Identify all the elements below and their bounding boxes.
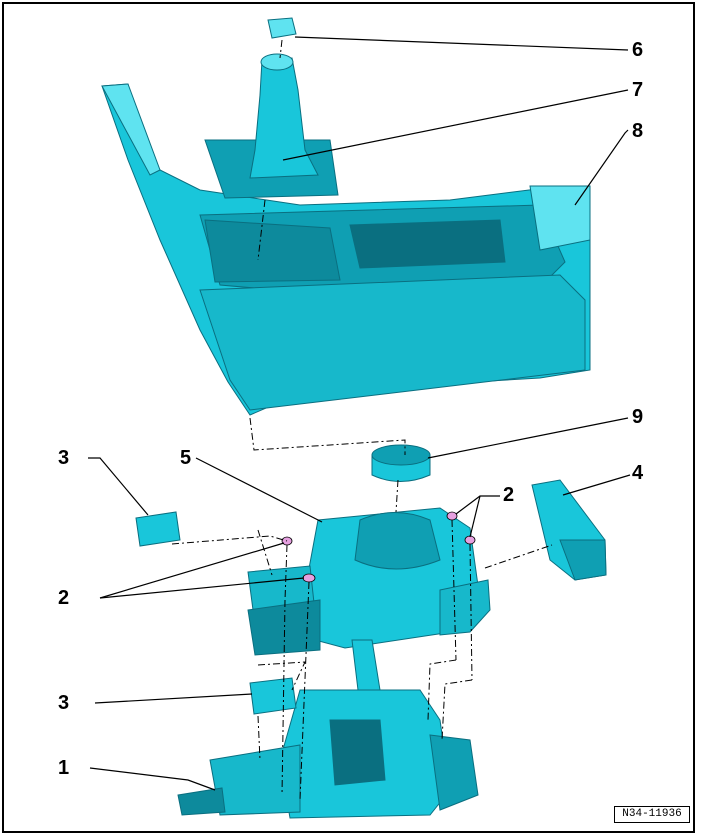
callout-8: 8 (632, 120, 644, 142)
callout-1: 1 (58, 757, 70, 779)
drawing-id-label: N34-11936 (614, 806, 690, 823)
part-4-trim-strip (531, 479, 607, 581)
part-3-lower-switch (249, 677, 297, 715)
part-9-ring (371, 444, 431, 482)
part-8-center-console (101, 83, 591, 416)
part-6-knob-cap (267, 17, 297, 39)
callout-6: 6 (632, 39, 644, 61)
callout-3-lower: 3 (58, 692, 70, 714)
callout-4: 4 (632, 462, 644, 484)
part-2-nuts (281, 511, 476, 583)
callout-7: 7 (632, 79, 644, 101)
part-3-upper-switch (135, 511, 181, 547)
part-1-selector-mechanism (177, 639, 479, 819)
callout-3-upper: 3 (58, 447, 70, 469)
callout-leaders (88, 36, 631, 791)
callout-5: 5 (180, 447, 192, 469)
callout-2-left: 2 (58, 587, 70, 609)
part-5-shift-housing (247, 507, 491, 656)
callout-9: 9 (632, 406, 644, 428)
part-7-gearshift-boot (204, 53, 339, 199)
assembly-dash-lines (171, 39, 553, 801)
callout-2-right: 2 (503, 484, 515, 506)
